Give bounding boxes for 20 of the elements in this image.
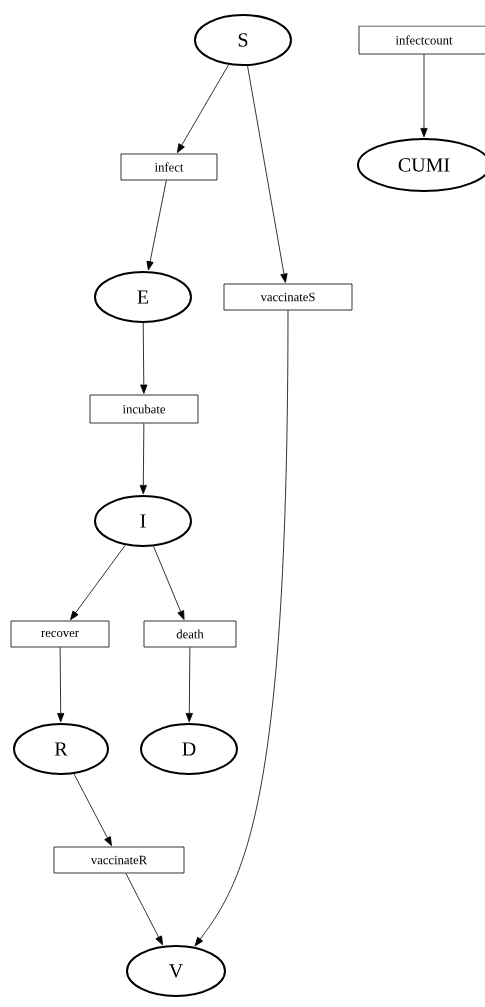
arrow: [247, 65, 288, 283]
transition-box: incubate: [89, 394, 199, 424]
arrow: [140, 322, 148, 394]
arrow: [153, 546, 185, 620]
arrow: [185, 647, 193, 723]
transition-box: vaccinateS: [223, 283, 353, 311]
arrow: [73, 773, 112, 846]
arrow: [146, 180, 167, 271]
arrow: [420, 54, 428, 138]
transition-box: vaccinateR: [53, 846, 185, 874]
transition-box: infect: [120, 153, 218, 181]
arrow: [125, 873, 163, 946]
arrow: [57, 647, 65, 723]
arrow: [70, 544, 126, 621]
transition-box: recover: [10, 620, 110, 648]
arrow: [139, 423, 147, 495]
arrow: [194, 310, 289, 947]
transition-box: infectcount: [358, 25, 485, 55]
arrow: [177, 64, 229, 153]
transition-box: death: [143, 620, 237, 648]
